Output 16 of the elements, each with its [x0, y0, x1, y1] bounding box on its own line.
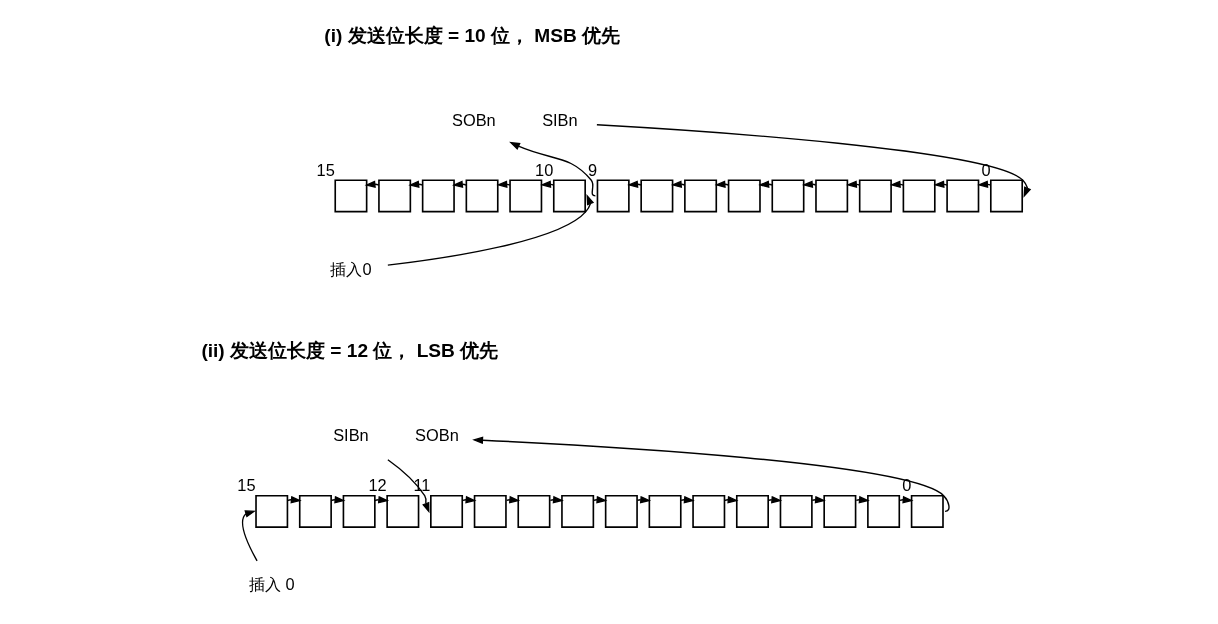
- node-label: 15: [237, 476, 256, 495]
- node-label: 0: [981, 160, 991, 179]
- node-label: 11: [413, 476, 431, 495]
- node-label: 10: [535, 160, 554, 179]
- node-text: SIBn: [333, 426, 369, 445]
- node-text: 插入0: [330, 259, 372, 278]
- node-text: SIBn: [542, 110, 578, 129]
- node-text: SOBn: [452, 110, 496, 129]
- node-label: 12: [368, 476, 387, 495]
- label: (i) 发送位长度 = 10 位， MSB 优先: [324, 24, 621, 46]
- node-label: 9: [588, 160, 598, 179]
- node-text: SOBn: [415, 426, 459, 445]
- node-text: 插入 0: [248, 575, 295, 594]
- label: (ii) 发送位长度 = 12 位， LSB 优先: [201, 340, 499, 362]
- node-label: 15: [316, 160, 335, 179]
- node-label: 0: [902, 476, 912, 495]
